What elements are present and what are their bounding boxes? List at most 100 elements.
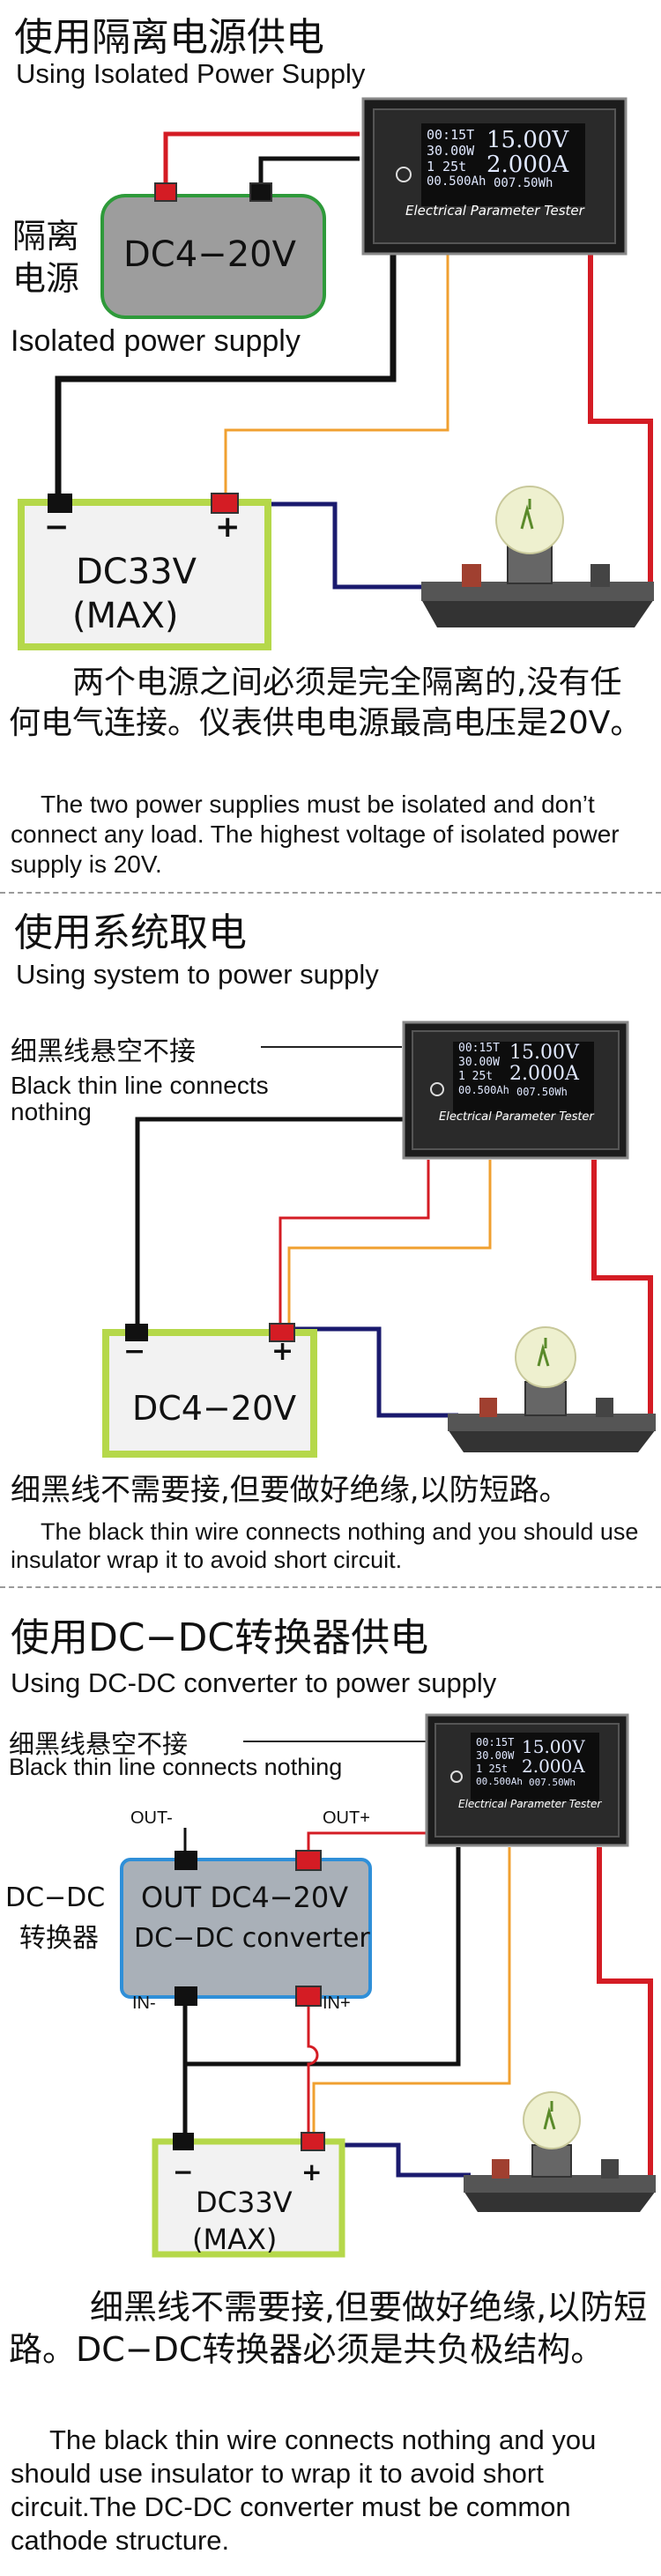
battery-minus-sign: − xyxy=(123,1336,146,1367)
converter-out-minus-label: OUT- xyxy=(130,1808,173,1828)
meter-1-voltage: 15.00V xyxy=(486,127,569,153)
converter-line-2: DC−DC converter xyxy=(134,1923,370,1954)
meter-3-time: 00:15T xyxy=(476,1736,515,1748)
bulb-load xyxy=(421,486,654,627)
isolated-label-en: Isolated power supply xyxy=(11,324,301,358)
meter-2-current: 2.000A xyxy=(509,1063,579,1085)
section-2-paragraph-cn: 细黑线不需要接,但要做好绝缘,以防短路。 xyxy=(11,1473,569,1508)
section-2-paragraph-en: The black thin wire connects nothing and… xyxy=(11,1518,639,1573)
meter-1-energy: 007.50Wh xyxy=(494,176,553,190)
wire-black-meter-to-battery-minus xyxy=(55,252,397,501)
meter-2-power: 30.00W xyxy=(458,1056,500,1069)
wire-black-source-to-meter xyxy=(258,156,360,190)
source-terminal-red xyxy=(154,182,177,202)
wire-red-converter-out-plus-to-meter xyxy=(307,1831,428,1858)
wire-red-meter-to-battery-plus xyxy=(279,1160,430,1325)
battery-terminal-minus xyxy=(125,1324,148,1341)
meter-1-temp: 1 25t xyxy=(427,159,467,174)
meter-3-voltage: 15.00V xyxy=(522,1736,585,1757)
bulb-load xyxy=(448,1326,656,1452)
converter-in-plus-label: IN+ xyxy=(323,1993,351,2013)
section-2-note-en-2: nothing xyxy=(11,1098,92,1125)
isolated-label-cn: 隔离 电源 xyxy=(12,217,80,298)
battery-1-sub: (MAX) xyxy=(72,596,179,636)
source-voltage-label: DC4−20V xyxy=(123,234,296,275)
converter-in-minus-label: IN- xyxy=(132,1993,156,2013)
section-2-note-cn: 细黑线悬空不接 xyxy=(11,1036,196,1067)
section-2-note-en-1: Black thin line connects xyxy=(11,1072,269,1099)
battery-system xyxy=(102,1329,317,1458)
battery-dcdc xyxy=(152,2138,345,2258)
meter-2-caption: Electrical Parameter Tester xyxy=(439,1110,594,1124)
wire-navy-battery-plus-to-load xyxy=(291,1326,458,1418)
meter-3-power: 30.00W xyxy=(476,1749,515,1762)
converter-side-cn-1: DC−DC xyxy=(5,1882,106,1913)
battery-1-label: DC33V xyxy=(76,552,197,592)
battery-minus-sign: − xyxy=(173,2157,194,2186)
wire-orange-meter-to-battery-plus xyxy=(312,1847,511,2138)
section-isolated-power: 使用隔离电源供电 Using Isolated Power Supply xyxy=(0,0,661,890)
battery-terminal-plus xyxy=(301,2132,325,2151)
battery-3-label: DC33V xyxy=(196,2186,293,2219)
meter-1-capacity: 00.500Ah xyxy=(427,174,486,189)
divider-1 xyxy=(0,892,661,894)
converter-out-plus-terminal xyxy=(295,1850,322,1871)
section-3-title-cn: 使用DC−DC转换器供电 xyxy=(11,1615,429,1660)
converter-in-minus-terminal xyxy=(175,1986,197,2006)
battery-main xyxy=(18,499,271,650)
meter-1-power: 30.00W xyxy=(427,143,475,159)
battery-minus-sign: − xyxy=(44,509,70,545)
section-dcdc-converter: 使用DC−DC转换器供电 Using DC-DC converter to po… xyxy=(0,1590,661,2576)
meter-2-voltage: 15.00V xyxy=(509,1042,579,1064)
meter-2-time: 00:15T xyxy=(458,1042,500,1055)
section-3-wiring-diagram xyxy=(120,1713,656,2258)
section-3-note-cn: 细黑线悬空不接 xyxy=(9,1729,189,1759)
section-3-paragraph-cn: 细黑线不需要接,但要做好绝缘,以防短路。DC−DC转换器必须是共负极结构。 xyxy=(9,2288,648,2369)
meter-1-current: 2.000A xyxy=(486,152,569,178)
section-3-note-en: Black thin line connects nothing xyxy=(9,1754,343,1780)
isolated-power-source xyxy=(100,194,326,319)
wire-black-meter-to-battery-minus xyxy=(135,1117,405,1325)
divider-2 xyxy=(0,1586,661,1588)
dcdc-converter xyxy=(120,1858,372,1999)
wire-red-meter-to-load xyxy=(597,1847,653,2185)
meter-3-temp: 1 25t xyxy=(476,1763,509,1775)
wire-orange-meter-to-battery-plus xyxy=(224,252,449,501)
section-1-paragraph-cn: 两个电源之间必须是完全隔离的,没有任何电气连接。仪表供电电源最高电压是20V。 xyxy=(9,664,642,741)
meter-1-time: 00:15T xyxy=(427,127,475,143)
wire-red-meter-to-load xyxy=(591,1160,653,1432)
battery-terminal-plus xyxy=(211,493,239,514)
section-3-paragraph-en: The black thin wire connects nothing and… xyxy=(11,2424,597,2556)
converter-line-1: OUT DC4−20V xyxy=(141,1881,349,1914)
wire-red-converter-in-plus xyxy=(307,2002,319,2140)
meter-3-current: 2.000A xyxy=(522,1756,585,1777)
section-1-paragraph-en: The two power supplies must be isolated … xyxy=(11,791,620,878)
meter-3-energy: 007.50Wh xyxy=(529,1777,576,1788)
wire-navy-battery-plus-to-load xyxy=(323,2142,471,2178)
battery-terminal-minus xyxy=(48,494,72,513)
section-3-title-en: Using DC-DC converter to power supply xyxy=(11,1667,497,1698)
converter-side-cn-2: 转换器 xyxy=(19,1923,99,1954)
meter-2-temp: 1 25t xyxy=(458,1070,494,1083)
meter-1-caption: Electrical Parameter Tester xyxy=(405,203,584,219)
source-terminal-black xyxy=(249,182,272,202)
meter-3-caption: Electrical Parameter Tester xyxy=(458,1798,602,1810)
battery-terminal-minus xyxy=(173,2133,194,2150)
wire-navy-battery-plus-to-load xyxy=(240,501,467,590)
section-1-title-en: Using Isolated Power Supply xyxy=(16,58,366,89)
section-system-power: 使用系统取电 Using system to power supply 00:1… xyxy=(0,895,661,1583)
bulb-load xyxy=(464,2091,656,2212)
battery-terminal-plus xyxy=(269,1323,295,1342)
meter-2-capacity: 00.500Ah xyxy=(458,1084,509,1096)
meter-3 xyxy=(425,1713,629,1847)
section-1-wiring-diagram xyxy=(18,97,654,650)
meter-3-capacity: 00.500Ah xyxy=(476,1776,523,1787)
converter-in-plus-terminal xyxy=(295,1986,322,2007)
wire-orange-meter-to-battery-plus xyxy=(287,1160,492,1325)
battery-plus-sign: + xyxy=(301,2157,323,2186)
meter-2-energy: 007.50Wh xyxy=(516,1086,568,1098)
converter-out-minus-terminal xyxy=(175,1851,197,1870)
meter-2 xyxy=(402,1021,629,1160)
wire-red-meter-to-load xyxy=(588,252,653,589)
section-2-title-cn: 使用系统取电 xyxy=(14,910,247,955)
